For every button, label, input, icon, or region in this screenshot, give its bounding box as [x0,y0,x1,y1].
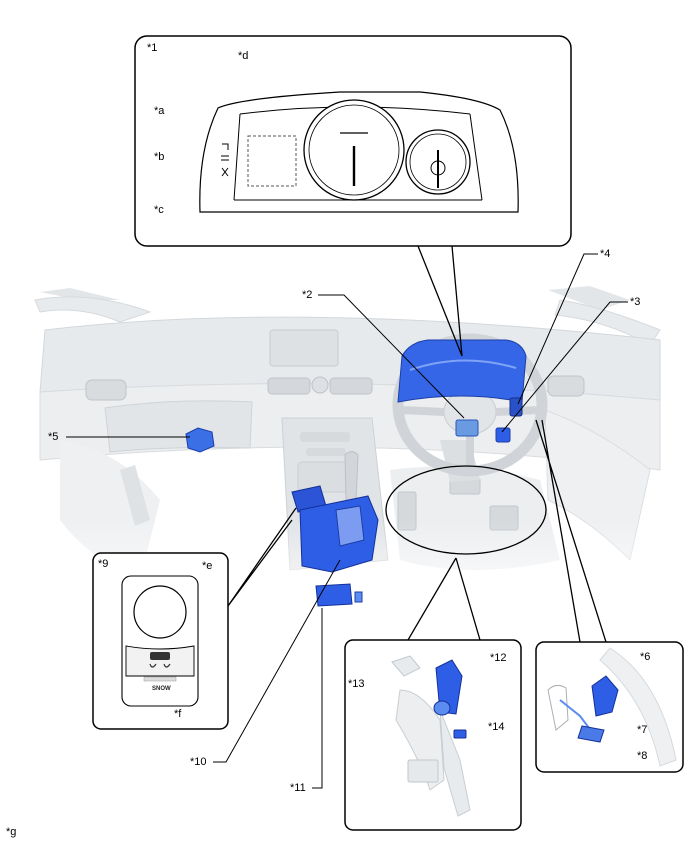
label-6: *6 [640,651,651,663]
label-14: *14 [488,721,505,733]
switch-callout-panel [92,552,229,730]
callout-connectors [227,245,607,643]
column-callout-panel [535,641,684,773]
label-g: *g [6,826,17,838]
highlighted-components [185,339,527,607]
indicator-icons [221,143,229,177]
pedal-area-ellipse [385,465,547,555]
label-10: *10 [190,756,207,768]
meter-callout-panel [134,35,572,247]
label-f: *f [174,708,182,720]
label-1: *1 [147,42,158,54]
label-b: *b [154,151,165,163]
steering-pad-component [455,419,479,437]
label-7: *7 [637,724,648,736]
label-5: *5 [48,431,59,443]
label-4: *4 [600,248,611,260]
label-12: *12 [490,652,507,664]
label-e: *e [202,560,213,572]
component-4 [509,397,523,417]
switch-knob [133,585,187,639]
label-2: *2 [302,289,313,301]
snow-button-text: SNOW [152,686,171,692]
label-c: *c [154,204,164,216]
label-9: *9 [98,558,109,570]
column-switch-component [591,675,619,717]
indicator-area-box [247,135,297,187]
label-11: *11 [290,782,306,794]
label-3: *3 [630,296,641,308]
component-5 [185,427,215,453]
pedal-callout-panel [344,639,522,831]
label-d: *d [238,50,249,62]
label-a: *a [154,105,165,117]
label-8: *8 [637,750,648,762]
component-11 [315,583,353,607]
label-13: *13 [348,678,365,690]
component-3 [495,427,511,443]
combination-meter-component [397,339,527,403]
vehicle-slip-icon [149,652,171,668]
